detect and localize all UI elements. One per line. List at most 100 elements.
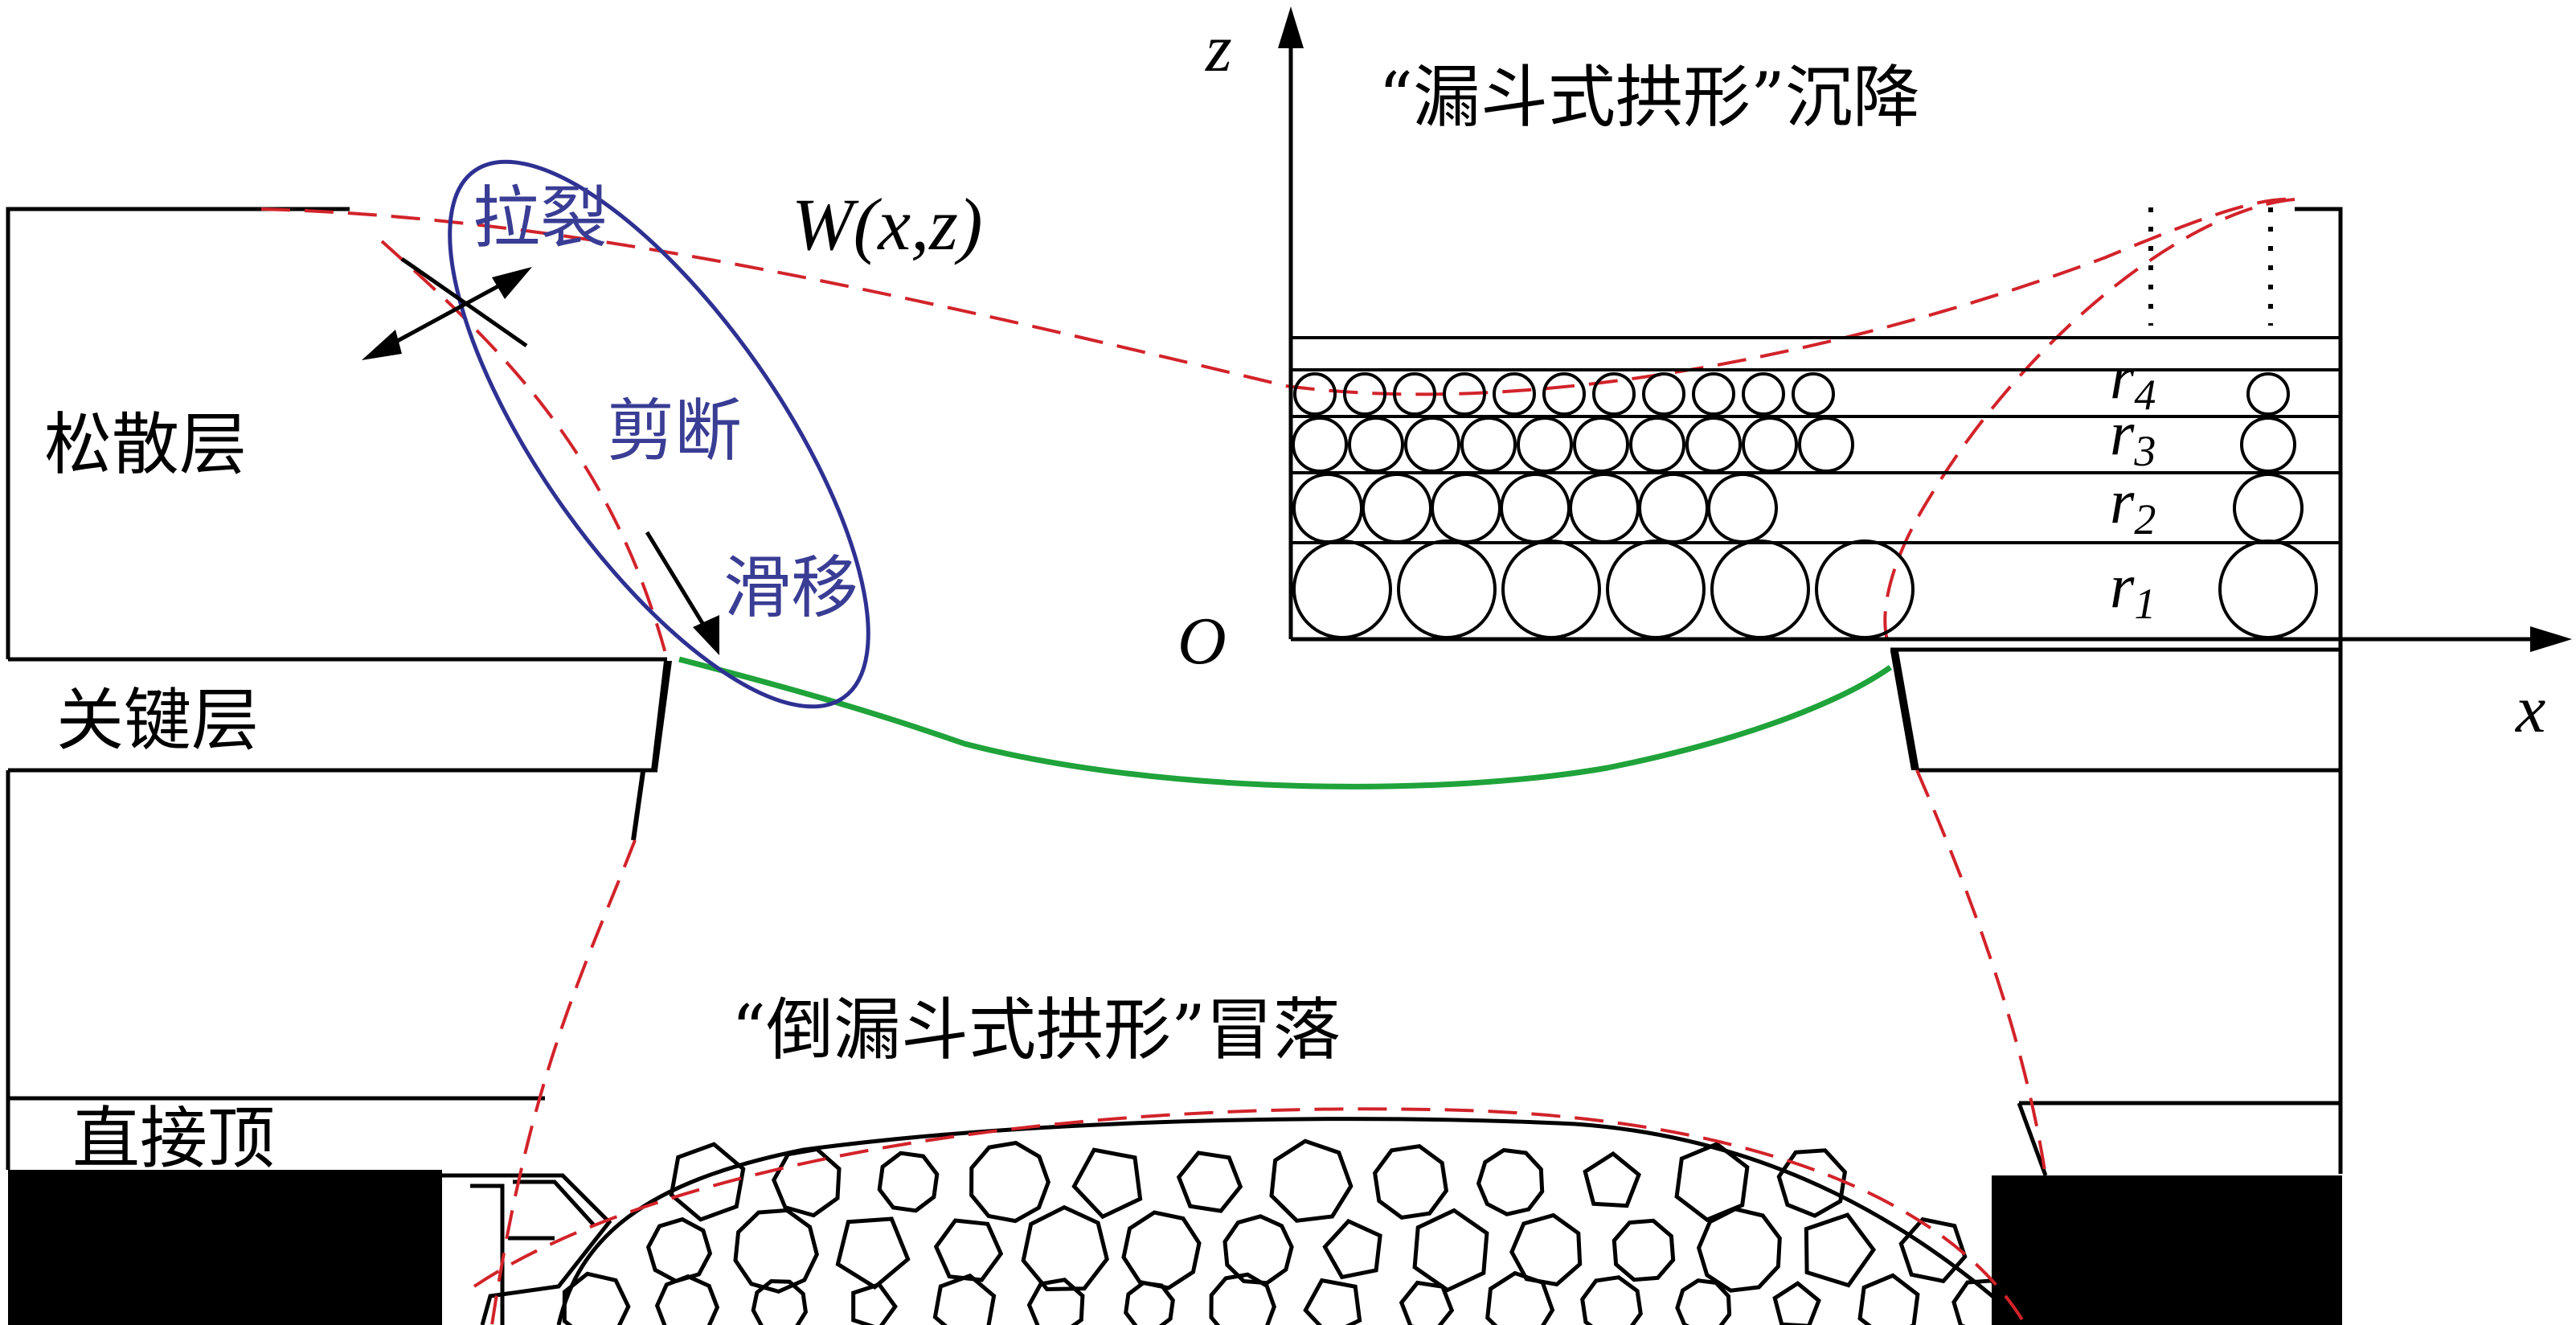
reference-circle bbox=[2240, 416, 2296, 473]
rubble-block bbox=[645, 1216, 713, 1284]
rubble-block bbox=[1485, 1270, 1555, 1325]
radius-label-r3: r3 bbox=[2110, 398, 2156, 475]
tension-crack-label: 拉裂 bbox=[473, 178, 608, 257]
origin-label: O bbox=[1177, 604, 1227, 679]
layer-circle bbox=[1742, 372, 1785, 416]
failure-zone-ellipse bbox=[448, 159, 870, 709]
rubble-block bbox=[1412, 1208, 1489, 1293]
left-strata bbox=[6, 207, 667, 1170]
layer-circle bbox=[1343, 372, 1386, 416]
rubble-block bbox=[1898, 1216, 1968, 1284]
loose-layer-label: 松散层 bbox=[44, 405, 247, 484]
layer-circles-inset bbox=[1291, 207, 2341, 639]
rubble-block bbox=[1476, 1147, 1545, 1216]
layer-circle bbox=[1569, 473, 1640, 544]
x-axis-arrowhead bbox=[2530, 626, 2572, 652]
right-strata bbox=[1890, 207, 2343, 1176]
rubble-block bbox=[1222, 1214, 1294, 1286]
funnel-arch-subsidence-label: “漏斗式拱形”沉降 bbox=[1378, 58, 1920, 137]
reference-circle bbox=[2246, 372, 2290, 416]
arrowhead-up-right bbox=[492, 267, 532, 299]
left-broken-block bbox=[651, 661, 672, 770]
layer-circle bbox=[1517, 416, 1573, 473]
rubble-block bbox=[969, 1140, 1050, 1224]
rubble-block bbox=[1804, 1212, 1877, 1288]
rubble-block bbox=[1071, 1147, 1143, 1220]
radius-label-r2: r2 bbox=[2110, 466, 2156, 544]
layer-circle bbox=[1642, 372, 1685, 416]
left-lower-flank bbox=[490, 839, 637, 1325]
rubble-block bbox=[851, 1282, 898, 1325]
rubble-block bbox=[1951, 1278, 2010, 1325]
loose-layer-outline bbox=[6, 207, 350, 659]
rubble-block bbox=[562, 1271, 631, 1325]
layer-circle bbox=[1493, 372, 1536, 416]
rubble-block bbox=[1021, 1204, 1109, 1292]
rubble-block bbox=[877, 1151, 940, 1213]
radius-label-r4: r4 bbox=[2110, 342, 2156, 419]
x-axis-label: x bbox=[2514, 672, 2545, 747]
layer-circle bbox=[1742, 416, 1798, 473]
z-axis-label: z bbox=[1205, 11, 1232, 86]
layer-circle bbox=[1692, 372, 1735, 416]
layer-circle bbox=[1460, 416, 1517, 473]
rubble-block bbox=[1696, 1207, 1782, 1293]
z-axis-arrowhead bbox=[1278, 6, 1304, 48]
layer-circle bbox=[1292, 416, 1348, 473]
rubble-block bbox=[1322, 1218, 1382, 1280]
layer-circle bbox=[1393, 372, 1436, 416]
layer-circle bbox=[1500, 473, 1571, 544]
layer-circle bbox=[1638, 473, 1709, 544]
rubble-block bbox=[1209, 1272, 1276, 1325]
reference-circle bbox=[2218, 539, 2318, 639]
rubble-block bbox=[1612, 1218, 1676, 1282]
layer-circle bbox=[1573, 416, 1629, 473]
layer-circle bbox=[1501, 539, 1601, 639]
layer-circle bbox=[1606, 539, 1706, 639]
right-pillar bbox=[1992, 1175, 2342, 1325]
layer-circle bbox=[1685, 416, 1742, 473]
rubble-block bbox=[1674, 1142, 1750, 1222]
layer-circle bbox=[1542, 372, 1586, 416]
slip-arrow bbox=[645, 531, 719, 655]
rubble-block bbox=[1580, 1275, 1643, 1325]
right-subsidence-flank bbox=[1883, 198, 2295, 650]
rubble-block bbox=[751, 1278, 809, 1325]
layer-circle bbox=[1443, 372, 1486, 416]
left-upper-flank bbox=[380, 240, 669, 660]
inverted-funnel-caving-label: “倒漏斗式拱形”冒落 bbox=[731, 991, 1341, 1069]
layer-circle bbox=[1293, 372, 1337, 416]
left-pillar bbox=[8, 1170, 442, 1325]
rubble-block bbox=[1176, 1151, 1243, 1213]
rubble-block bbox=[1026, 1278, 1085, 1325]
layer-circle bbox=[1592, 372, 1636, 416]
slip-label: 滑移 bbox=[723, 548, 858, 627]
rubble-block bbox=[1124, 1281, 1175, 1325]
rubble-block bbox=[933, 1218, 1004, 1282]
layer-circle bbox=[1348, 416, 1404, 473]
rubble-block bbox=[1303, 1278, 1362, 1325]
rubble-block bbox=[1269, 1138, 1354, 1223]
rubble-block bbox=[1772, 1281, 1821, 1325]
layer-circle bbox=[1629, 416, 1685, 473]
left-edge-debris bbox=[442, 1173, 612, 1325]
arrowhead-down-left bbox=[362, 330, 402, 360]
caved-rubble bbox=[556, 1117, 2027, 1325]
upper-subsidence-curve bbox=[260, 197, 2295, 396]
rubble-block bbox=[1399, 1280, 1455, 1325]
right-broken-block bbox=[1890, 651, 1919, 770]
rubble-block bbox=[669, 1142, 746, 1222]
rubble-mound-outline bbox=[556, 1117, 2027, 1325]
radius-label-r1: r1 bbox=[2110, 551, 2156, 628]
layer-circle bbox=[1710, 539, 1810, 639]
layer-circle bbox=[1362, 473, 1432, 544]
layer-circle bbox=[1792, 372, 1835, 416]
rubble-block bbox=[1583, 1151, 1641, 1208]
layer-circle bbox=[1798, 416, 1854, 473]
right-lower-flank bbox=[1915, 769, 2047, 1176]
rubble-block bbox=[772, 1147, 842, 1218]
rubble-block bbox=[1776, 1148, 1848, 1218]
rubble-block bbox=[654, 1274, 720, 1325]
rubble-block bbox=[932, 1273, 997, 1325]
